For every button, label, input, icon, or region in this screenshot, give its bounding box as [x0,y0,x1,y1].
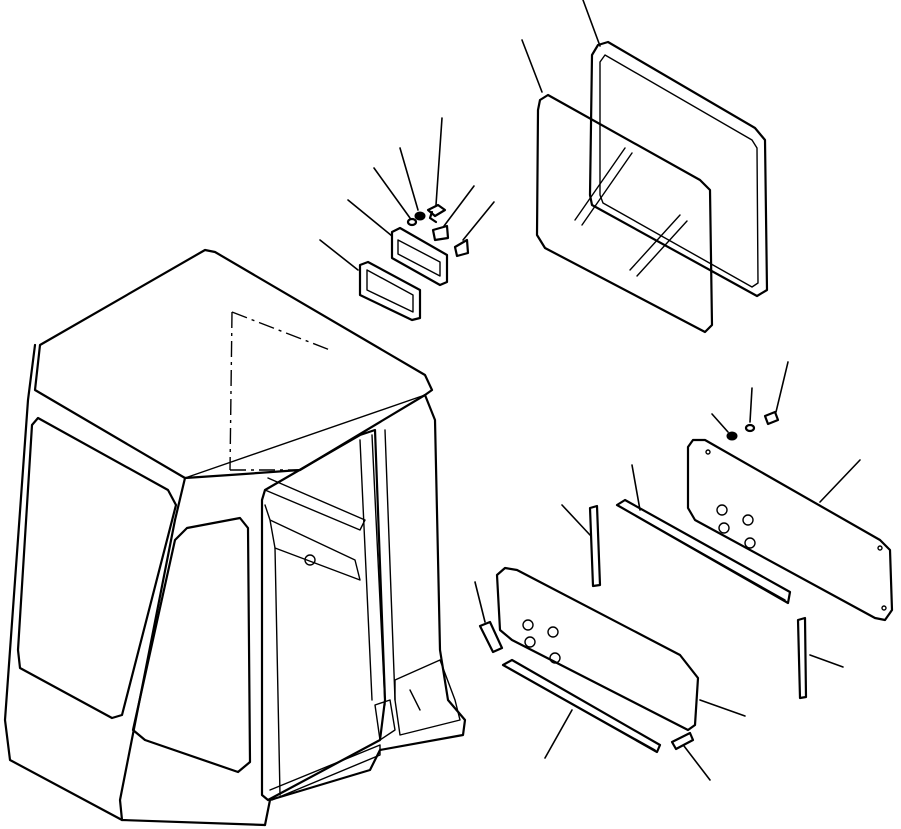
roof-window-seal [588,40,769,298]
small-clip-right [670,731,695,751]
front-panel [495,566,700,732]
rear-fasteners [726,410,780,441]
lamp-plate [390,226,449,287]
lamp-gasket [358,260,422,322]
rear-panel [686,438,894,622]
bottom-strip [501,658,662,754]
vertical-strip-left [588,504,602,588]
vertical-strip-right [796,616,808,700]
side-strip [615,498,792,605]
small-clip-left [478,620,504,654]
cap-b [453,238,470,258]
cab-body [3,248,467,827]
bolt [426,203,447,224]
roof-window-glass [535,93,714,334]
lock-washer [414,211,426,221]
leader-lines [319,0,861,781]
washer [406,217,418,227]
cap-a [431,224,450,242]
